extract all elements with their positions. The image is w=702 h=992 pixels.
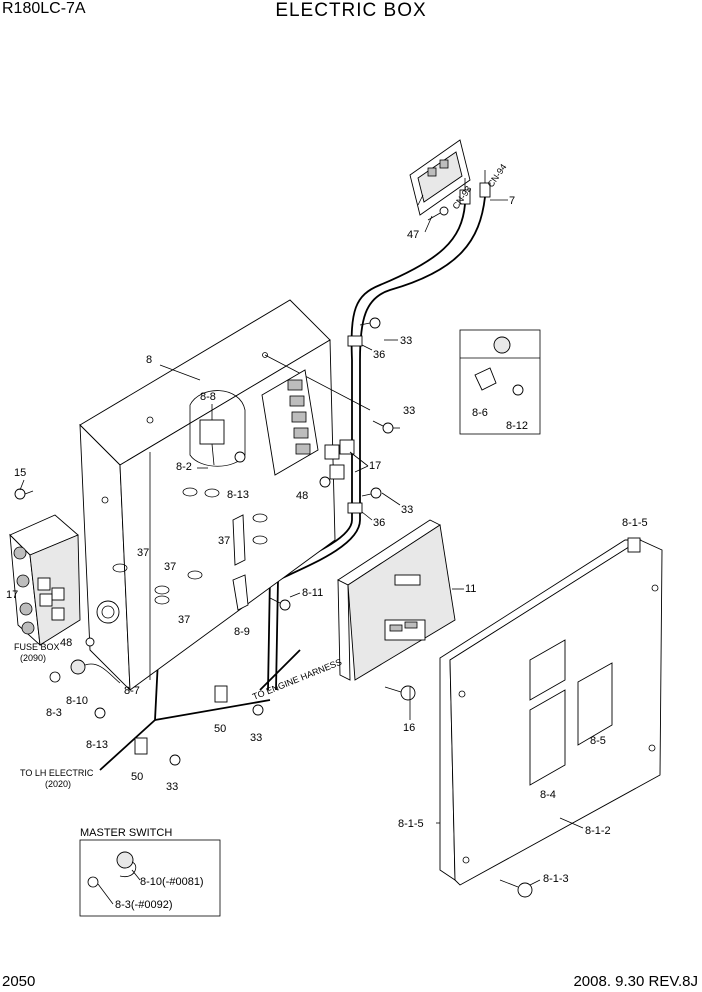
callout-33: 33 [400, 335, 412, 347]
cover-plate [439, 537, 663, 886]
callout-11: 11 [465, 583, 476, 595]
callout-36: 36 [373, 517, 385, 529]
callout-48: 48 [60, 637, 72, 649]
callout-8-1-5: 8-1-5 [398, 818, 424, 830]
inset-frame [459, 329, 541, 435]
callout-37: 37 [137, 547, 149, 559]
bolts [85, 317, 394, 766]
callouts: 47 7 33 36 8 8-8 33 8-6 8-12 8-2 17 8-13… [6, 195, 648, 911]
fuse-box-ref: (2090) [20, 653, 46, 663]
to-lh-electric-ref: (2020) [45, 779, 71, 789]
callout-8-2: 8-2 [176, 461, 192, 473]
callout-8-3-variant: 8-3(-#0092) [115, 899, 172, 911]
leader-lines [19, 199, 584, 905]
callout-8: 8 [146, 354, 152, 366]
callout-33: 33 [403, 405, 415, 417]
callout-8-10-variant: 8-10(-#0081) [140, 876, 204, 888]
callout-8-7: 8-7 [124, 685, 140, 697]
callout-36: 36 [373, 349, 385, 361]
callout-17: 17 [6, 589, 18, 601]
page-title: ELECTRIC BOX [275, 0, 427, 21]
clip-36-lower [347, 502, 363, 514]
callout-47: 47 [407, 229, 419, 241]
bolt-47 [427, 206, 449, 221]
callout-8-12: 8-12 [506, 420, 528, 432]
socket-connector [96, 600, 120, 624]
callout-8-9: 8-9 [234, 626, 250, 638]
fuse-box-label: FUSE BOX [14, 642, 60, 652]
grommets-37 [112, 487, 268, 605]
bolt-8-1-3 [499, 879, 533, 898]
bracket-8-9 [232, 574, 249, 611]
clip-36-upper [347, 335, 363, 347]
callout-8-10: 8-10 [66, 695, 88, 707]
controller-11 [337, 519, 456, 681]
clamps-50 [134, 685, 228, 755]
callout-33: 33 [166, 781, 178, 793]
to-lh-electric-label: TO LH ELECTRIC [20, 768, 94, 778]
callout-8-8: 8-8 [200, 391, 216, 403]
callout-15: 15 [14, 467, 26, 479]
callout-37: 37 [178, 614, 190, 626]
master-switch-parts [87, 851, 137, 888]
bolt-15 [14, 488, 34, 500]
master-switch-8-7 [70, 659, 121, 684]
callout-8-5: 8-5 [590, 735, 606, 747]
bolt-16 [384, 685, 416, 701]
callout-8-4: 8-4 [540, 789, 556, 801]
callout-48: 48 [296, 490, 308, 502]
relays-17 [324, 439, 355, 480]
cn94-label: CN-94 [485, 162, 508, 189]
callout-8-13: 8-13 [86, 739, 108, 751]
callout-8-11: 8-11 [302, 587, 323, 599]
terminal-bar [232, 514, 246, 566]
revision-date: 2008. 9.30 REV.8J [573, 973, 698, 990]
callout-37: 37 [164, 561, 176, 573]
callout-8-3: 8-3 [46, 707, 62, 719]
callout-33: 33 [401, 504, 413, 516]
to-engine-harness-label: TO ENGINE HARNESS [251, 657, 343, 702]
master-switch-label: MASTER SWITCH [80, 827, 172, 839]
callout-37: 37 [218, 535, 230, 547]
fuse-box [9, 514, 81, 647]
callout-8-1-5: 8-1-5 [622, 517, 648, 529]
callout-8-13: 8-13 [227, 489, 249, 501]
callout-7: 7 [509, 195, 515, 207]
inset-parts [474, 336, 524, 396]
callout-50: 50 [214, 723, 226, 735]
callout-8-1-3: 8-1-3 [543, 873, 569, 885]
page-number: 2050 [2, 973, 36, 990]
master-switch-frame [79, 839, 221, 917]
callout-33: 33 [250, 732, 262, 744]
callout-50: 50 [131, 771, 143, 783]
callout-17: 17 [369, 460, 381, 472]
callout-8-1-2: 8-1-2 [585, 825, 611, 837]
callout-16: 16 [403, 722, 415, 734]
callout-8-6: 8-6 [472, 407, 488, 419]
electric-box-frame [79, 299, 371, 692]
model-number: R180LC-7A [2, 0, 86, 17]
ecu-module [409, 139, 471, 216]
relay-block [261, 369, 319, 476]
washer-8-3 [49, 671, 61, 683]
